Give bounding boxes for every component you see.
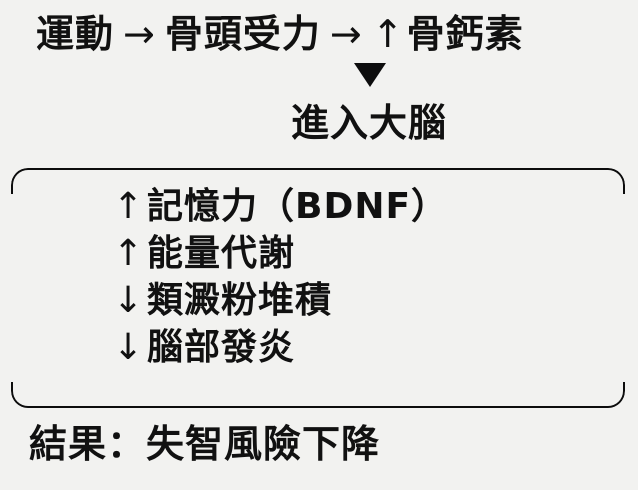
down-arrow-icon: ↓ xyxy=(113,327,145,368)
conclusion-label: 結果：失智風險下降 xyxy=(29,422,381,466)
effect-label-amyloid-accumulation: 類澱粉堆積 xyxy=(147,280,333,321)
effects-list: ↑記憶力（BDNF） ↑能量代謝 ↓類澱粉堆積 ↓腦部發炎 xyxy=(113,183,613,371)
list-item: ↓類澱粉堆積 xyxy=(113,277,613,324)
effect-label-brain-inflammation: 腦部發炎 xyxy=(147,327,296,368)
chain-arrow-1-icon: → xyxy=(123,12,156,56)
brain-entry-label: 進入大腦 xyxy=(290,101,447,145)
list-item: ↑能量代謝 xyxy=(113,230,613,277)
down-triangle-icon xyxy=(354,63,386,87)
up-arrow-icon: ↑ xyxy=(113,233,145,274)
effect-label-memory: 記憶力（BDNF） xyxy=(147,186,449,227)
chain-step-exercise: 運動 xyxy=(36,12,115,56)
effects-box-bottom-border xyxy=(11,382,625,408)
chain-step-osteocalcin: 骨鈣素 xyxy=(406,12,524,56)
list-item: ↑記憶力（BDNF） xyxy=(113,183,613,230)
up-arrow-icon: ↑ xyxy=(113,186,145,227)
effect-label-energy-metabolism: 能量代謝 xyxy=(147,233,296,274)
chain-up-arrow-icon: ↑ xyxy=(371,12,405,56)
chain-step-bone-load: 骨頭受力 xyxy=(164,12,321,56)
chain-arrow-2-icon: → xyxy=(329,12,363,56)
down-arrow-icon: ↓ xyxy=(113,280,145,321)
list-item: ↓腦部發炎 xyxy=(113,324,613,371)
causal-chain-line: 運動→骨頭受力→↑骨鈣素 xyxy=(36,8,616,60)
